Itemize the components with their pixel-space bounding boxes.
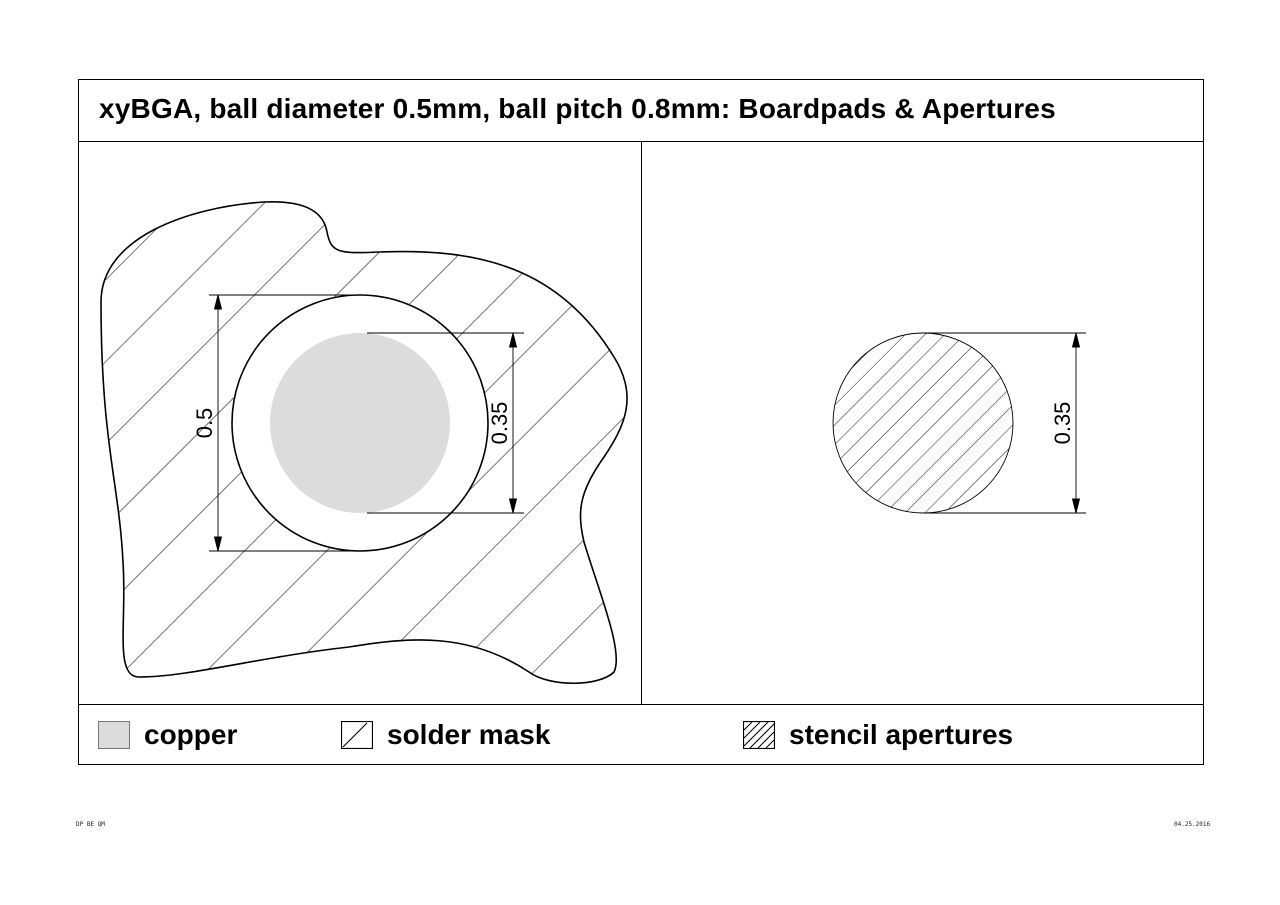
dimension-aperture <box>923 332 1086 514</box>
dimension-inner-label: 0.35 <box>487 402 512 445</box>
title-row: xyBGA, ball diameter 0.5mm, ball pitch 0… <box>79 80 1203 142</box>
legend-item-solder-mask: solder mask <box>341 719 550 751</box>
dimension-outer <box>209 294 360 552</box>
dimension-outer-label: 0.5 <box>192 408 217 439</box>
boardpad-panel: 0.5 0.35 <box>79 142 642 704</box>
copper-swatch <box>98 721 130 749</box>
legend-item-stencil: stencil apertures <box>743 719 1013 751</box>
stencil-aperture <box>832 332 1014 514</box>
legend: copper solder mask stencil apertures <box>79 704 1203 765</box>
legend-label-solder-mask: solder mask <box>387 719 551 750</box>
copper-pad <box>270 333 450 513</box>
drawing-title: xyBGA, ball diameter 0.5mm, ball pitch 0… <box>99 93 1056 124</box>
aperture-panel: 0.35 <box>642 142 1203 704</box>
legend-label-stencil: stencil apertures <box>789 719 1014 750</box>
legend-item-copper: copper <box>98 719 237 751</box>
legend-label-copper: copper <box>144 719 238 750</box>
footer-date: 04.25.2016 <box>1174 821 1211 828</box>
stencil-swatch <box>743 721 775 749</box>
drawing-frame: xyBGA, ball diameter 0.5mm, ball pitch 0… <box>78 79 1204 765</box>
aperture-drawing: 0.35 <box>832 332 1086 514</box>
footer-left-text: DP BE QM <box>76 821 105 828</box>
boardpad-drawing: 0.5 0.35 <box>100 201 628 685</box>
dimension-inner <box>367 332 524 514</box>
dimension-aperture-label: 0.35 <box>1050 402 1075 445</box>
solder-mask-swatch <box>341 721 373 749</box>
